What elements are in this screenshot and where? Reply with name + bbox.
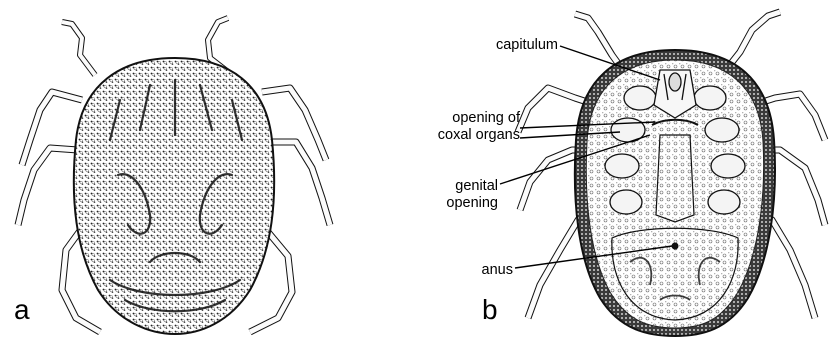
coxal-label-line2: coxal organs bbox=[410, 127, 520, 144]
genital-label-line1: genital bbox=[420, 178, 498, 195]
anus-mark bbox=[672, 243, 679, 250]
ventral-view bbox=[518, 12, 825, 336]
capitulum-text: capitulum bbox=[470, 37, 558, 54]
coxal-organs-label: opening of coxal organs bbox=[410, 110, 520, 144]
coxal-label-line1: opening of bbox=[410, 110, 520, 127]
panel-label-a: a bbox=[14, 296, 30, 324]
anus-text: anus bbox=[455, 262, 513, 279]
genital-opening-label: genital opening bbox=[420, 178, 498, 212]
panel-label-b: b bbox=[482, 296, 498, 324]
anus-label: anus bbox=[455, 262, 513, 279]
ventral-plate bbox=[656, 135, 694, 222]
dorsal-view bbox=[18, 18, 330, 334]
genital-label-line2: opening bbox=[420, 195, 498, 212]
capitulum-label: capitulum bbox=[470, 37, 558, 54]
